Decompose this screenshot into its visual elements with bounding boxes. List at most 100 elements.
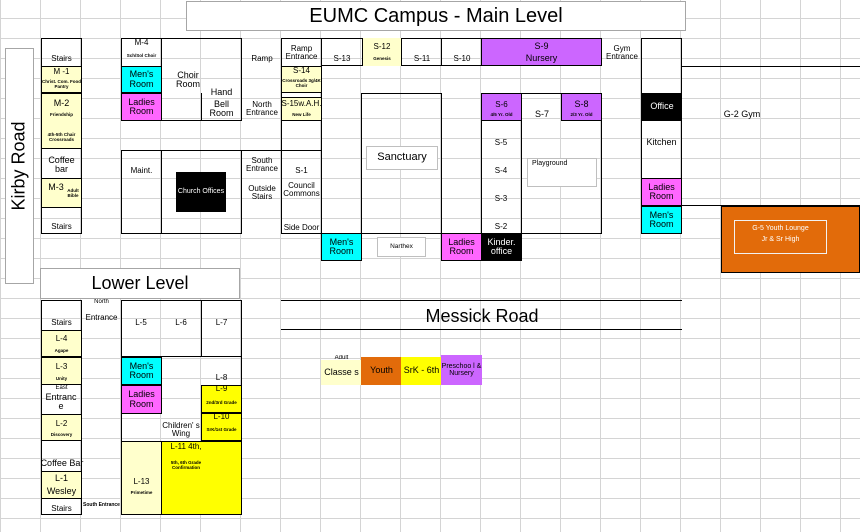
room-s10: S-10: [453, 53, 471, 63]
room-l11-label: L-11 4th,: [170, 441, 202, 451]
east-entrance-top: East: [55, 385, 68, 391]
room-m1-label: M -1: [53, 66, 70, 76]
room-m4-sub: Sch/Sol Choir: [126, 52, 157, 58]
room-s9-label: S-9: [534, 40, 549, 51]
lower-coffee-bar: Coffee Bar: [40, 458, 84, 469]
room-s6: [481, 93, 522, 121]
room-s7: S-7: [534, 108, 549, 119]
g2-gym: G-2 Gym: [723, 109, 761, 120]
church-offices: Church Offices: [176, 172, 226, 212]
room-m1-sub: Christ. Com. Food Pantry: [42, 79, 81, 89]
room-l11: [161, 441, 242, 515]
kitchen: Kitchen: [646, 137, 677, 148]
room-l6: L-6: [175, 317, 187, 327]
room-l3: [41, 357, 82, 385]
room-s2: S-2: [494, 221, 508, 231]
north-entrance-top: North: [94, 299, 109, 305]
s-rooms-block: [481, 93, 602, 234]
room-l7: L-7: [215, 317, 228, 327]
messick-road-top-line: [281, 300, 682, 301]
south-entrance-lower: South Entrance: [83, 502, 120, 509]
room-m1: [41, 66, 82, 93]
room-l4-label: L-4: [55, 333, 68, 343]
room-s9: [481, 38, 602, 66]
s11-divider: [441, 38, 442, 66]
mens-room-3: Men's Room: [641, 206, 682, 234]
lower-ladies-room: Ladies Room: [121, 385, 162, 414]
room-s6-sub: 4/5 Yr. Old: [490, 111, 513, 117]
room-s14-label: S-14: [293, 66, 310, 75]
room-l5: L-5: [135, 317, 147, 327]
room-l10: [201, 413, 242, 441]
page-title: EUMC Campus - Main Level: [186, 1, 686, 31]
room-l9: [201, 385, 242, 413]
kirby-road-label-box: [5, 48, 34, 284]
messick-road: Messick Road: [425, 305, 539, 326]
kirby-road-label: Kirby Road: [8, 121, 29, 211]
room-m2-sub: Friendship: [49, 111, 73, 117]
room-s3: S-3: [494, 193, 508, 203]
room-l9-label: L-9: [215, 384, 228, 393]
outside-stairs: Outside Stairs: [248, 183, 276, 201]
sanctuary-block: [361, 93, 442, 234]
mens-room-2: Men's Room: [321, 233, 362, 261]
room-s14: [281, 66, 322, 93]
gym-entrance: Gym Entrance: [605, 43, 639, 61]
room-s6-label: S-6: [495, 100, 508, 109]
south-entrance: South Entrance: [245, 155, 279, 173]
bell-room-box: [201, 93, 242, 121]
room-s13: S-13: [333, 53, 351, 63]
room-s12: [362, 38, 402, 66]
room-s14-sub: Crossroads 3g/4K Choir: [282, 78, 321, 88]
room-m2: [41, 93, 82, 149]
main-coffee-bar: Coffee bar: [48, 154, 75, 174]
legend-adult-top: Adult: [334, 355, 349, 361]
room-s1: S-1: [295, 165, 308, 175]
north-entrance: North Entrance: [245, 99, 279, 117]
maint-divider: [161, 150, 162, 234]
l6-divider: [201, 300, 202, 357]
room-m3-sub: Adult Bible: [67, 188, 79, 198]
g5-youth-lounge: [721, 206, 860, 273]
room-s15-label: S-15w.A.H.: [281, 99, 322, 108]
room-l11-sub: 5th, 6th Grade Confirmation: [170, 460, 202, 470]
lower-stairs-top: Stairs: [51, 317, 72, 327]
main-stairs-top: Stairs: [51, 53, 72, 63]
narthex: Narthex: [377, 237, 426, 257]
room-s4: S-4: [494, 165, 508, 175]
room-m3: [41, 178, 82, 208]
g5-sub: Jr & Sr High: [761, 236, 800, 244]
mens-room-1: Men's Room: [121, 66, 162, 93]
room-m4-label: M-4: [134, 38, 149, 48]
bell-room-top: Hand: [210, 88, 233, 98]
playground: Playground: [532, 160, 568, 167]
room-m3-label: M-3: [48, 182, 64, 193]
room-l2-label: L-2: [55, 418, 68, 428]
maint-block: [121, 150, 242, 234]
room-m2-sub2: 4th-5th Chair Crossroads: [47, 132, 76, 142]
room-l1: [41, 471, 82, 499]
lower-north-entrance: Entrance: [85, 312, 118, 322]
main-stairs-bottom: Stairs: [51, 221, 72, 231]
room-l3-sub: Unity: [55, 375, 68, 381]
playground-box: [527, 158, 597, 187]
legend-srk-6th: SrK - 6th: [401, 357, 442, 385]
room-l13-sub: Primetime: [130, 489, 153, 495]
room-l8: L-8: [215, 372, 228, 382]
ladies-room-2: Ladies Room: [441, 233, 482, 261]
maint-room: Maint.: [130, 165, 153, 175]
messick-road-bottom-line: [281, 329, 682, 330]
room-s5: S-5: [494, 137, 508, 147]
office: Office: [642, 93, 682, 121]
ladies-room-1: Ladies Room: [121, 93, 162, 121]
room-l10-sub: SrK/1st Grade: [206, 427, 237, 433]
room-s11: S-11: [413, 53, 431, 63]
lower-mens-room: Men's Room: [121, 357, 162, 385]
lower-stairs-bottom: Stairs: [51, 503, 72, 513]
lower-west-column: [41, 300, 82, 515]
bell-room: Bell Room: [209, 98, 234, 118]
legend-preschool-nursery: Preschoo l & Nursery: [441, 355, 482, 385]
legend-youth: Youth: [361, 357, 402, 385]
ramp-entrance: Ramp Entrance: [285, 43, 318, 61]
room-l1-label: L-1: [54, 472, 68, 483]
